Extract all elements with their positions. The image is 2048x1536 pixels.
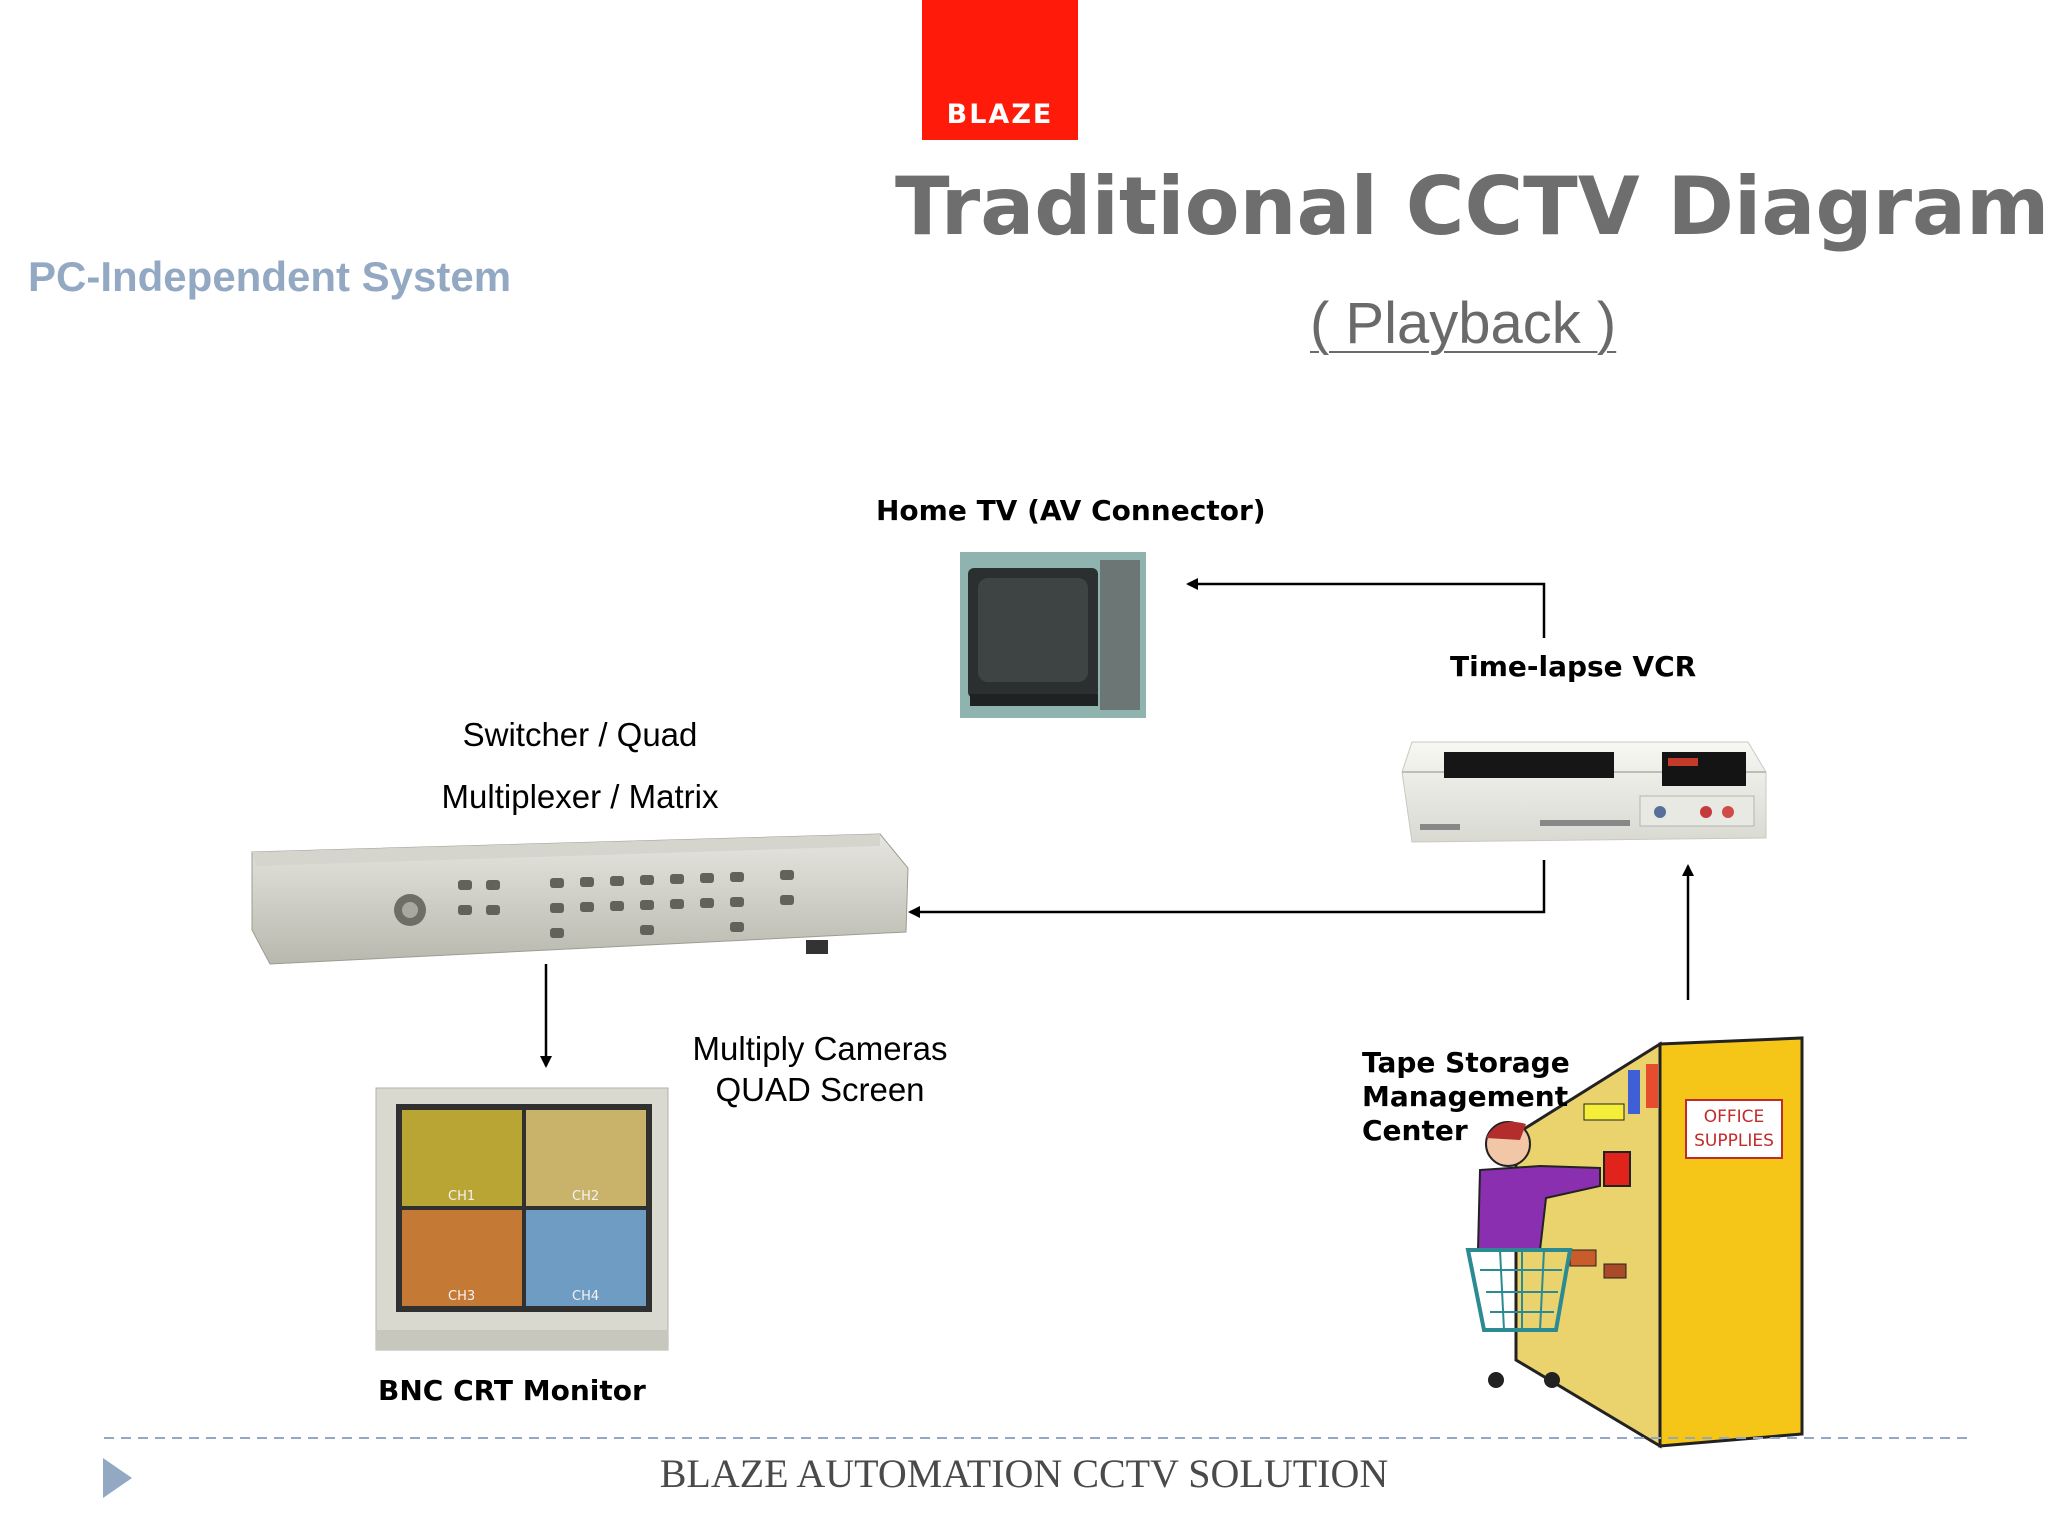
vcr-icon [1401, 741, 1767, 843]
connectors [540, 578, 1694, 1068]
edge-vcr-to-tv [1186, 578, 1546, 638]
tape-storage-icon: OFFICE SUPPLIES [1465, 1036, 1804, 1449]
sign-line-2: SUPPLIES [1694, 1131, 1774, 1151]
tape-label-line-1: Tape Storage [1362, 1046, 1570, 1079]
switcher-label-line-1: Switcher / Quad [462, 716, 698, 753]
channel-1-label: CH1 [448, 1189, 475, 1204]
logo-text: BLAZE [946, 99, 1054, 130]
home-tv-icon [960, 552, 1146, 718]
vcr-label: Time-lapse VCR [1450, 650, 1697, 683]
tape-label-line-3: Center [1362, 1114, 1468, 1147]
system-label: PC-Independent System [28, 253, 512, 300]
slide-subtitle: ( Playback ) [1310, 291, 1617, 356]
monitor-label: BNC CRT Monitor [378, 1374, 646, 1407]
quad-note-line-1: Multiply Cameras [692, 1030, 948, 1067]
slide-title: Traditional CCTV Diagram [895, 160, 2048, 253]
channel-3-label: CH3 [448, 1289, 475, 1304]
quad-note-line-2: QUAD Screen [715, 1071, 925, 1108]
channel-2-label: CH2 [572, 1189, 599, 1204]
tape-label-line-2: Management [1362, 1080, 1569, 1113]
home-tv-label: Home TV (AV Connector) [876, 494, 1266, 527]
footer-text: BLAZE AUTOMATION CCTV SOLUTION [659, 1451, 1389, 1496]
footer-triangle-icon [103, 1458, 132, 1498]
switcher-icon [251, 833, 909, 965]
crt-monitor-icon: CH1 CH2 CH3 CH4 [375, 1087, 669, 1351]
sign-line-1: OFFICE [1704, 1107, 1765, 1127]
switcher-label-line-2: Multiplexer / Matrix [441, 778, 719, 815]
channel-4-label: CH4 [572, 1289, 599, 1304]
edge-vcr-to-switcher [908, 860, 1546, 918]
blaze-logo: BLAZE [922, 0, 1078, 140]
